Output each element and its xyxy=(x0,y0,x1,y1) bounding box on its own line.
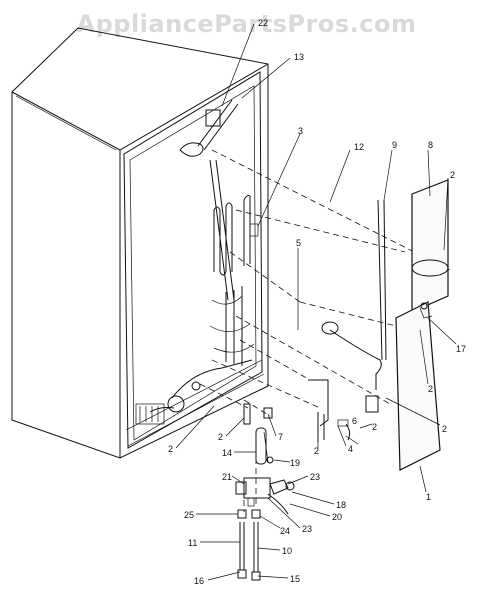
lower-tubes xyxy=(237,509,261,581)
callout-23-upper: 23 xyxy=(310,472,320,482)
callout-labels: 22 13 3 12 9 8 2 5 17 2 2 4 6 2 2 2 7 2 … xyxy=(168,18,466,586)
callout-20: 20 xyxy=(332,512,342,522)
watermark-text: AppliancePartsPros.com xyxy=(76,10,417,38)
callout-15: 15 xyxy=(290,574,300,584)
upper-back-panel xyxy=(411,179,449,313)
top-fitting xyxy=(179,99,239,157)
callout-2-right: 2 xyxy=(428,384,433,394)
refrigerant-tubing xyxy=(135,286,255,425)
callout-24: 24 xyxy=(280,526,290,536)
callout-6: 6 xyxy=(352,416,357,426)
water-valve-assembly xyxy=(235,477,295,515)
callout-13: 13 xyxy=(294,52,304,62)
callout-2-lower-left: 2 xyxy=(218,432,223,442)
rear-cover-panel xyxy=(395,301,441,471)
callout-2-left: 2 xyxy=(168,444,173,454)
defrost-drain-tube xyxy=(321,199,387,413)
callout-8: 8 xyxy=(428,140,433,150)
callout-leaders xyxy=(175,23,457,581)
callout-17: 17 xyxy=(456,344,466,354)
callout-14: 14 xyxy=(222,448,232,458)
callout-11: 11 xyxy=(188,538,197,548)
callout-9: 9 xyxy=(392,140,397,150)
cabinet xyxy=(11,27,269,459)
mounting-brackets xyxy=(308,379,351,442)
callout-21: 21 xyxy=(222,472,232,482)
callout-3: 3 xyxy=(298,126,303,136)
callout-22: 22 xyxy=(258,18,268,28)
callout-5: 5 xyxy=(296,238,301,248)
callout-2-mid-right: 2 xyxy=(372,422,377,432)
callout-7: 7 xyxy=(278,432,283,442)
callout-12: 12 xyxy=(354,142,364,152)
callout-19: 19 xyxy=(290,458,300,468)
callout-2-mid: 2 xyxy=(314,446,319,456)
small-parts-left xyxy=(243,403,274,465)
callout-2-top: 2 xyxy=(450,170,455,180)
callout-18: 18 xyxy=(336,500,346,510)
callout-23-lower: 23 xyxy=(302,524,312,534)
leader-lines xyxy=(199,149,451,512)
callout-25: 25 xyxy=(184,510,194,520)
callout-4: 4 xyxy=(348,444,353,454)
callout-16: 16 xyxy=(194,576,204,586)
callout-2-lower-right: 2 xyxy=(442,424,447,434)
condenser-coil xyxy=(209,159,259,301)
callout-1: 1 xyxy=(426,492,431,502)
callout-10: 10 xyxy=(282,546,292,556)
